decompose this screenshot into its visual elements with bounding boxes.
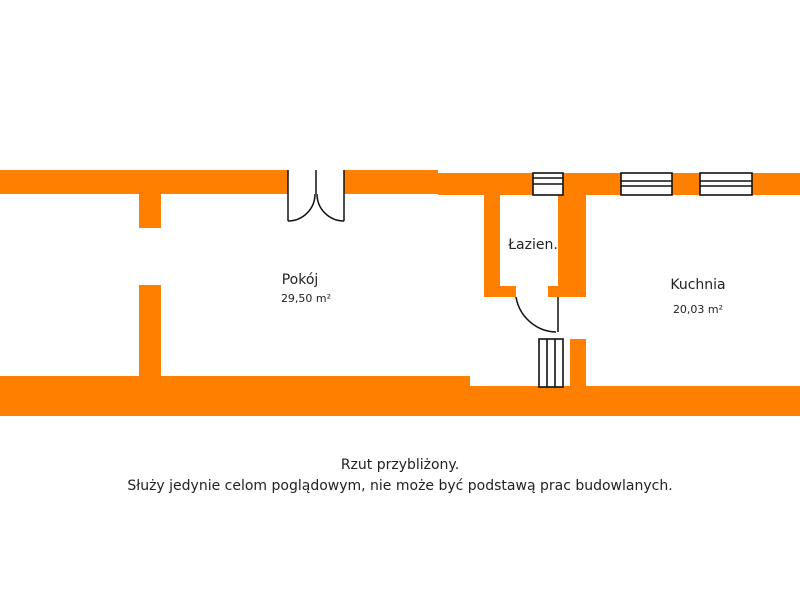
room-name-kuchnia: Kuchnia <box>670 277 725 293</box>
room-name-pokoj: Pokój <box>282 272 319 288</box>
bathroom-door <box>515 296 559 333</box>
top-wall-middle <box>344 170 438 194</box>
left-partition-upper <box>139 194 161 228</box>
bathroom-wall-bottom-right <box>548 286 586 297</box>
double-door-top <box>287 170 345 222</box>
window-kitchen-2 <box>699 172 753 196</box>
bottom-wall-left <box>0 376 470 416</box>
walls <box>0 170 800 416</box>
bathroom-wall-bottom-left <box>484 286 516 297</box>
top-wall-left <box>0 170 288 194</box>
bathroom-wall-left <box>484 194 500 297</box>
kitchen-wall-lower <box>570 339 586 387</box>
room-area-pokoj: 29,50 m² <box>281 292 331 305</box>
disclaimer-line-1: Rzut przybliżony. <box>340 457 460 473</box>
bottom-wall-right <box>470 386 800 416</box>
disclaimer-line-2: Służy jedynie celom poglądowym, nie może… <box>127 478 673 494</box>
kitchen-wall-upper <box>570 194 586 297</box>
room-name-lazienka: Łazien. <box>507 237 558 253</box>
window-kitchen-1 <box>620 172 673 196</box>
doors <box>287 170 559 333</box>
left-partition-lower <box>139 285 161 378</box>
room-area-kuchnia: 20,03 m² <box>673 303 723 316</box>
bathroom-wall-right <box>558 194 570 297</box>
window-bottom <box>538 338 564 388</box>
window-bathroom <box>532 172 564 196</box>
windows <box>532 172 753 388</box>
